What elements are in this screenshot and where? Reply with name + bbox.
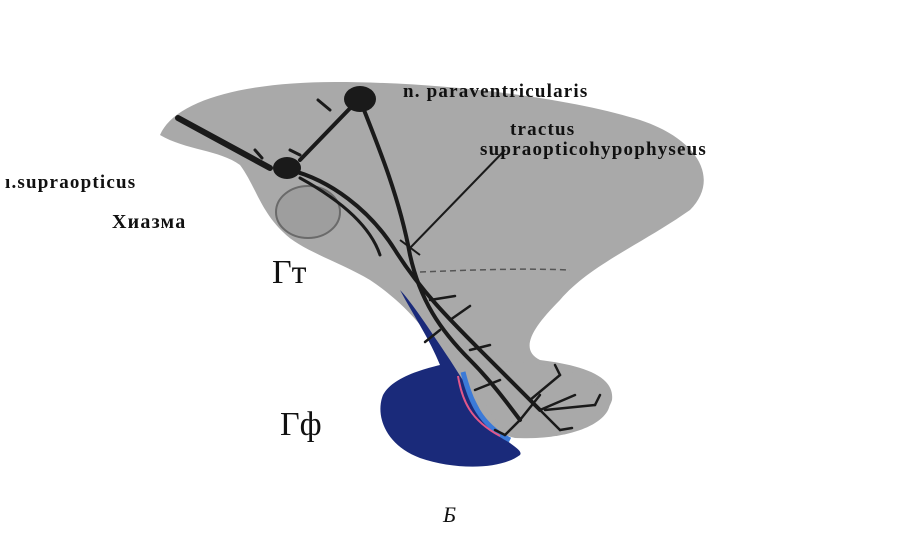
chiasm-circle [276,186,340,238]
label-hypophysis: Гф [280,406,322,443]
label-paraventricularis: n. paraventricularis [403,81,589,102]
label-supraopticus: ı.supraopticus [5,172,136,193]
label-hypothalamus: Гт [272,254,307,291]
label-figure-letter: Б [442,502,456,527]
supraoptic-nucleus [273,157,301,179]
label-chiasm: Хиазма [112,211,186,233]
label-tractus-line2: supraopticohypophyseus [480,139,707,160]
label-tractus-line1: tractus [510,119,575,140]
paraventricular-nucleus [344,86,376,112]
